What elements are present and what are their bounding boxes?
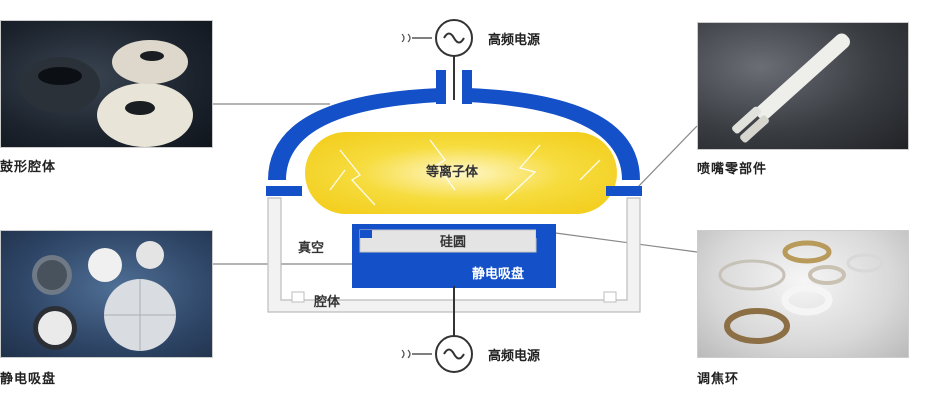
- chamber-body: [267, 197, 641, 313]
- rf-bottom-ground: [401, 349, 411, 359]
- dome-chamber-photo: [0, 20, 213, 148]
- nozzle-caption: 喷嘴零部件: [697, 162, 768, 177]
- dome-right-half: [468, 88, 640, 180]
- rf-top-label: 高频电源: [488, 32, 540, 48]
- nozzle-photo: [697, 22, 909, 150]
- dome-left-half: [268, 88, 440, 180]
- plasma-label: 等离子体: [425, 164, 479, 180]
- rf-top-sine-icon: [443, 32, 465, 44]
- wafer-label: 硅圆: [440, 234, 466, 250]
- esc-photo: [0, 230, 213, 358]
- chamber-port-right: [603, 291, 617, 303]
- focus-ring-callout-line: [547, 231, 698, 253]
- dome-feed-left: [436, 70, 446, 104]
- chamber-port-left: [291, 291, 305, 303]
- plasma-cloud: [305, 132, 617, 214]
- vacuum-label: 真空: [298, 240, 324, 256]
- focus-ring-left: [360, 230, 372, 238]
- focus-ring-right: [536, 228, 552, 238]
- rf-top-ground: [401, 33, 411, 43]
- chamber-body-label: 腔体: [313, 294, 341, 310]
- rf-bottom-label: 高频电源: [488, 348, 540, 364]
- gas-nozzle-right: [606, 186, 642, 196]
- esc-diagram-label: 静电吸盘: [472, 266, 524, 282]
- plasma-lightning: [329, 139, 601, 206]
- rf-bottom-sine-icon: [443, 348, 465, 360]
- focus-ring-photo: [697, 230, 909, 358]
- nozzle-callout-line: [633, 125, 698, 192]
- gas-nozzle-left: [266, 186, 302, 196]
- silicon-wafer: [359, 229, 537, 253]
- esc-caption: 静电吸盘: [0, 372, 57, 387]
- focus-ring-caption: 调焦环: [697, 372, 740, 387]
- dome-chamber-caption: 鼓形腔体: [0, 160, 57, 175]
- dome-feed-right: [462, 70, 472, 104]
